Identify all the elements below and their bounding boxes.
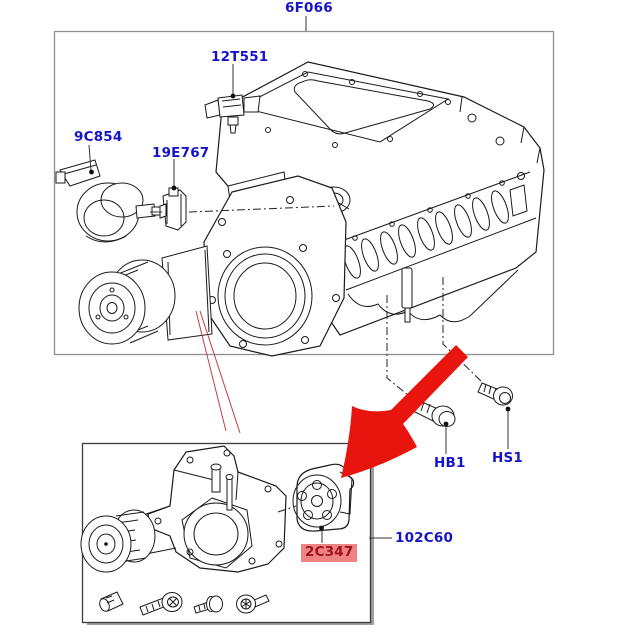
axis-lines — [150, 205, 483, 396]
label-9c854: 9C854 — [74, 129, 123, 145]
water-pump-drawing — [80, 445, 287, 573]
long-bolt-drawing — [139, 592, 183, 616]
label-hb1: HB1 — [434, 455, 466, 471]
label-hs1: HS1 — [492, 450, 524, 466]
actuator-drawing — [55, 159, 162, 243]
fasteners-row — [99, 591, 270, 616]
supercharger-pulley-drawing — [78, 259, 176, 345]
red-arrow — [341, 345, 468, 478]
map-sensor-drawing — [204, 94, 261, 134]
tensioner-drawing — [277, 463, 355, 532]
label-19e767: 19E767 — [152, 145, 210, 161]
supercharger-drawing — [161, 61, 545, 357]
label-102c60: 102C60 — [395, 530, 454, 546]
medium-bolt-drawing — [193, 595, 223, 614]
label-12t551: 12T551 — [211, 49, 269, 65]
dowel-drawing — [99, 591, 124, 612]
label-6f066: 6F066 — [285, 0, 333, 16]
screw-hs1-drawing — [477, 382, 513, 406]
flange-bolt-drawing — [236, 594, 270, 614]
label-2c347-highlighted: 2C347 — [301, 544, 358, 562]
red-leader-lines — [195, 310, 241, 434]
leader-lines — [88, 16, 511, 543]
